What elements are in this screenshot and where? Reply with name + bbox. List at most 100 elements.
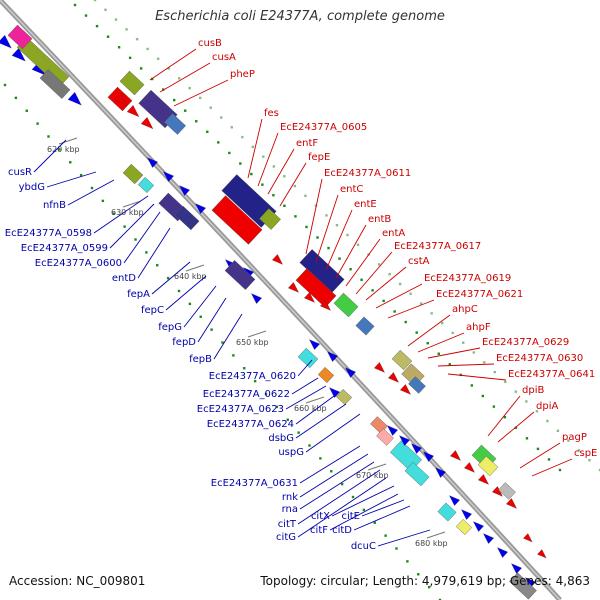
label-leader-entf (267, 148, 295, 195)
gene-label-csta[interactable]: cstA (408, 256, 430, 267)
gene-label-ahpc[interactable]: ahpC (452, 304, 478, 315)
gene-label-citx[interactable]: citX (311, 511, 330, 522)
gene-label-ece24377a-0631[interactable]: EcE24377A_0631 (211, 478, 298, 489)
scale-tick-label: 650 kbp (236, 338, 269, 347)
label-leader-enta (345, 238, 381, 287)
label-leader-citx (331, 485, 395, 517)
gene-label-ece24377a-0624[interactable]: EcE24377A_0624 (207, 419, 294, 430)
grid-dot (93, 0, 97, 2)
gene-label-cusr[interactable]: cusR (8, 167, 32, 178)
scale-tick-mark (426, 531, 446, 539)
label-leader-ece24377a-0624 (295, 395, 335, 425)
gene-label-dpia[interactable]: dpiA (536, 401, 558, 412)
gene-label-ece24377a-0620[interactable]: EcE24377A_0620 (209, 371, 296, 382)
grid-dot (114, 18, 118, 21)
gene-label-ece24377a-0611[interactable]: EcE24377A_0611 (324, 168, 411, 179)
gene-label-entc[interactable]: entC (340, 184, 363, 195)
label-leader-rna (299, 461, 375, 510)
gene-label-ece24377a-0598[interactable]: EcE24377A_0598 (5, 228, 92, 239)
gene-label-entf[interactable]: entF (296, 138, 318, 149)
gene-label-enta[interactable]: entA (382, 228, 405, 239)
gene-label-uspg[interactable]: uspG (278, 447, 304, 458)
gene-label-ece24377a-0641[interactable]: EcE24377A_0641 (508, 369, 595, 380)
grid-dot (232, 354, 235, 357)
gene-label-fepg[interactable]: fepG (158, 322, 182, 333)
grid-dot (293, 184, 297, 188)
gene-label-ece24377a-0619[interactable]: EcE24377A_0619 (424, 273, 511, 284)
grid-dot (188, 86, 191, 90)
grid-dot (210, 328, 213, 331)
gene-label-fepd[interactable]: fepD (172, 337, 196, 348)
gene-label-dcuc[interactable]: dcuC (351, 541, 376, 552)
scale-tick-mark (305, 396, 325, 404)
grid-dot (335, 224, 339, 227)
gene-arrow (140, 117, 154, 129)
gene-block (437, 502, 457, 522)
grid-dot (156, 57, 160, 60)
gene-label-ece24377a-0630[interactable]: EcE24377A_0630 (496, 353, 583, 364)
gene-label-citf[interactable]: citF (310, 525, 328, 536)
gene-arrow (11, 47, 26, 62)
grid-dot (481, 394, 485, 398)
grid-dot (382, 299, 385, 303)
gene-label-pagp[interactable]: pagP (562, 432, 587, 443)
gene-label-rnk[interactable]: rnk (282, 492, 298, 503)
gene-label-fepa[interactable]: fepA (127, 289, 150, 300)
grid-dot (101, 199, 105, 203)
gene-label-ece24377a-0622[interactable]: EcE24377A_0622 (203, 389, 290, 400)
gene-label-fes[interactable]: fes (264, 108, 279, 119)
gene-label-cite[interactable]: citE (341, 511, 360, 522)
scale-tick-label: 680 kbp (415, 539, 448, 548)
gene-label-phep[interactable]: pheP (230, 69, 255, 80)
gene-label-cusa[interactable]: cusA (212, 52, 236, 63)
gene-label-rna[interactable]: rna (282, 504, 298, 515)
gene-arrow (387, 425, 398, 436)
grid-dot (199, 315, 202, 318)
gene-block (39, 69, 71, 99)
label-leader-fepa (151, 261, 191, 295)
gene-label-ece24377a-0623[interactable]: EcE24377A_0623 (197, 404, 284, 415)
gene-block (391, 349, 413, 371)
label-leader-fepb (213, 313, 243, 360)
gene-label-fepb[interactable]: fepB (189, 354, 212, 365)
gene-label-ahpf[interactable]: ahpF (466, 322, 491, 333)
gene-label-entb[interactable]: entB (368, 214, 391, 225)
gene-label-ece24377a-0629[interactable]: EcE24377A_0629 (482, 337, 569, 348)
gene-label-cspe[interactable]: cspE (574, 448, 597, 459)
gene-label-citt[interactable]: citT (278, 519, 297, 530)
gene-label-ece24377a-0600[interactable]: EcE24377A_0600 (35, 258, 122, 269)
gene-label-ente[interactable]: entE (354, 199, 377, 210)
gene-arrow (435, 467, 446, 478)
gene-label-citd[interactable]: citD (332, 525, 352, 536)
gene-label-entd[interactable]: entD (112, 273, 136, 284)
label-leader-ahpf (417, 332, 465, 353)
grid-dot (36, 122, 39, 125)
gene-block (317, 366, 335, 384)
grid-dot (440, 321, 444, 325)
gene-label-citg[interactable]: citG (276, 532, 296, 543)
grid-dot (493, 370, 496, 374)
gene-label-dsbg[interactable]: dsbG (268, 433, 294, 444)
gene-label-cusb[interactable]: cusB (198, 38, 222, 49)
scale-tick-mark (367, 463, 387, 471)
gene-block (376, 428, 394, 446)
grid-dot (47, 135, 50, 138)
gene-label-fepc[interactable]: fepC (141, 305, 164, 316)
gene-label-dpib[interactable]: dpiB (522, 385, 544, 396)
grid-dot (251, 145, 255, 149)
gene-label-ece24377a-0621[interactable]: EcE24377A_0621 (436, 289, 523, 300)
gene-label-fepe[interactable]: fepE (308, 152, 330, 163)
grid-dot (128, 56, 132, 60)
gene-label-nfnb[interactable]: nfnB (43, 200, 66, 211)
gene-block (119, 70, 145, 96)
grid-dot (398, 282, 402, 286)
gene-label-ece24377a-0605[interactable]: EcE24377A_0605 (280, 122, 367, 133)
grid-dot (588, 459, 591, 462)
label-leader-ece24377a-0598 (93, 195, 149, 234)
gene-label-ybdg[interactable]: ybdG (19, 182, 45, 193)
gene-label-ece24377a-0617[interactable]: EcE24377A_0617 (394, 241, 481, 252)
label-leader-ece24377a-0600 (123, 211, 161, 264)
gene-arrow (506, 498, 517, 509)
gene-label-ece24377a-0599[interactable]: EcE24377A_0599 (21, 243, 108, 254)
